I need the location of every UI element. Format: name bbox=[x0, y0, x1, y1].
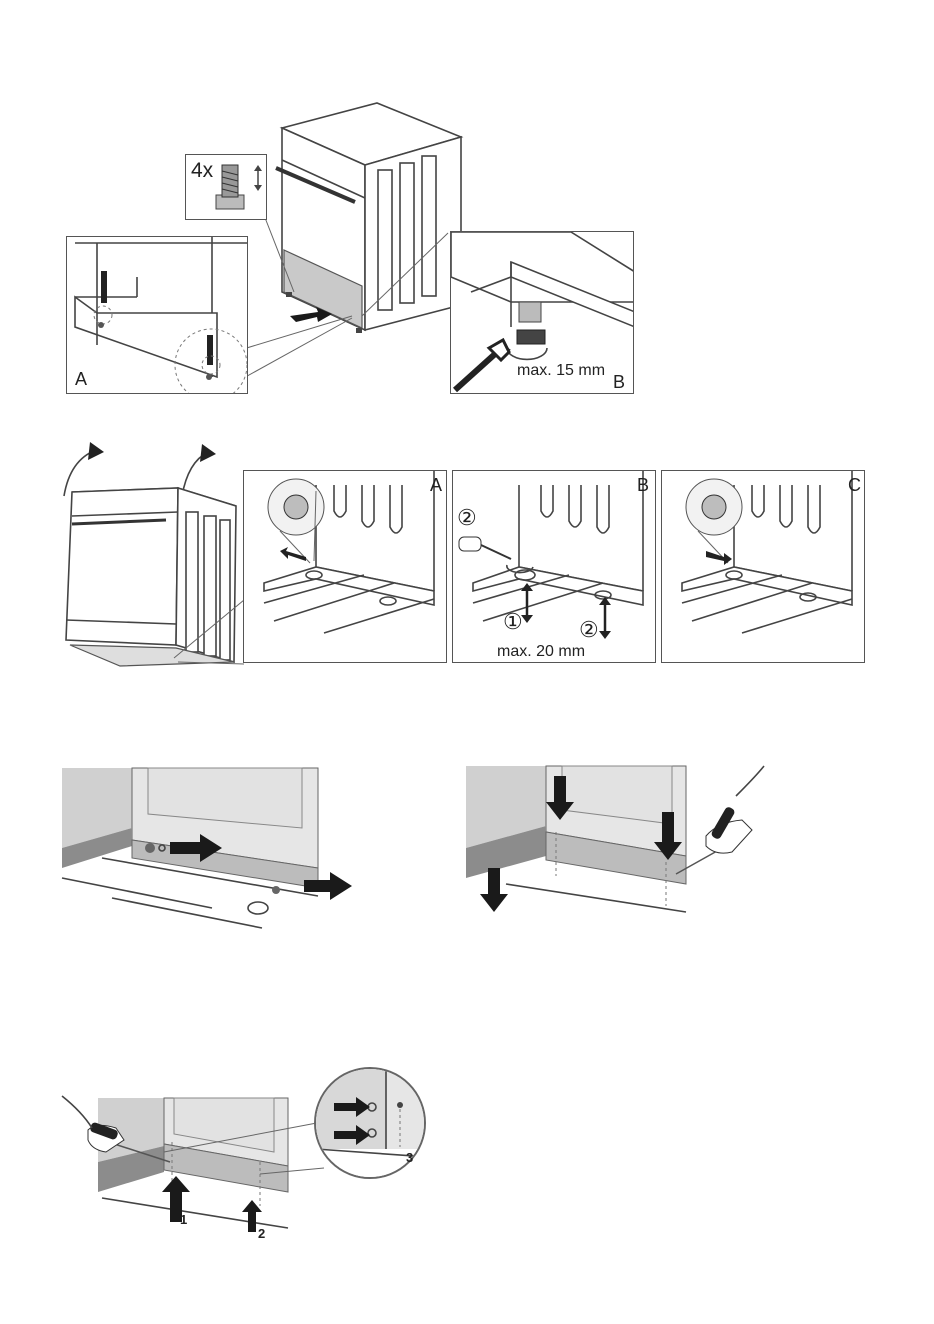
adjustable-foot-icon bbox=[186, 155, 267, 220]
cap-removal-detail bbox=[244, 471, 447, 663]
plinth-screw-diagram bbox=[466, 766, 766, 926]
row2-panel-b-letter: B bbox=[637, 475, 649, 496]
row2-panel-b: ② ① ② max. 20 mm B bbox=[452, 470, 656, 663]
screwdriver-adjust-detail bbox=[453, 471, 656, 663]
row2-step-2b: ② bbox=[579, 617, 599, 643]
plinth-slide-diagram bbox=[62, 768, 362, 928]
row1-panel-b: max. 15 mm B bbox=[450, 231, 634, 394]
row1-panel-b-letter: B bbox=[613, 372, 625, 393]
row2-panel-a-letter: A bbox=[430, 475, 442, 496]
row1-panel-a-letter: A bbox=[75, 369, 87, 390]
base-frame-detail bbox=[67, 237, 248, 394]
cooker-tilt-diagram bbox=[0, 440, 250, 680]
row2-step-2a: ② bbox=[457, 505, 477, 531]
row2-panel-c: C bbox=[661, 470, 865, 663]
row2-panel-a: A bbox=[243, 470, 447, 663]
row2-panel-c-letter: C bbox=[848, 475, 861, 496]
cap-refit-detail bbox=[662, 471, 865, 663]
row2-panel-b-dimension: max. 20 mm bbox=[497, 643, 585, 661]
foot-callout-box: 4x bbox=[185, 154, 267, 220]
row1-panel-b-dimension: max. 15 mm bbox=[517, 362, 605, 380]
row1-panel-a: A bbox=[66, 236, 248, 394]
row4-detail-3-label: 3 bbox=[406, 1150, 413, 1165]
row4-arrow-2-label: 2 bbox=[258, 1226, 265, 1241]
row4-arrow-1-label: 1 bbox=[180, 1212, 187, 1227]
row2-step-1: ① bbox=[503, 609, 523, 635]
